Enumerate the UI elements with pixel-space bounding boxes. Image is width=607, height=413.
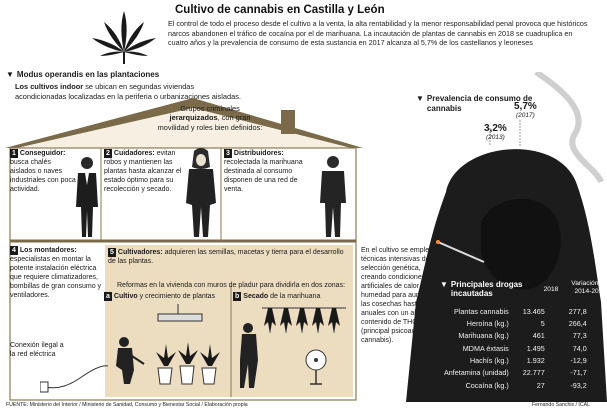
cannabis-leaf-icon [86,10,162,66]
house-illustration [1,96,371,401]
drug-name: Marihuana (kg.) [458,331,509,341]
prevalence-title: ▼Prevalencia de consumo de cannabis [416,94,533,113]
hooded-smoker-illustration [386,72,607,402]
drug-var: 277,8 [568,306,587,316]
drug-var: 74,0 [572,343,587,353]
conseguidor-figure [74,155,100,239]
drug-name: Plantas cannabis [453,306,509,316]
cuidador-figure [184,147,218,239]
conexion-text: Conexión ilegal a la red eléctrica [10,342,64,358]
drying-zone-illustration [234,304,350,396]
drug-v2018: 27 [536,380,545,390]
page-title: Cultivo de cannabis en Castilla y León [175,4,385,16]
drug-name: Heroína (kg.) [466,319,509,329]
drug-row: Anfetamina (unidad) 22.777 -71,7 [442,367,589,379]
electric-wire-icon [40,356,110,398]
drug-v2018: 13.465 [522,306,545,316]
triangle-down-icon: ▼ [416,94,424,103]
drug-row: Heroína (kg.) 5 266,4 [442,318,589,330]
source-footer: FUENTE: Ministerio del Interior / Minist… [6,402,248,408]
groups-text: Grupos criminales jerarquizados, con gra… [157,104,263,132]
drug-var: 266,4 [568,319,587,329]
col-year: 2018 [543,286,559,293]
reform-text: Reformas en la vivienda con muros de pla… [117,282,346,289]
prevalence-2013: 3,2% (2013) [484,123,507,141]
cultivation-zone-illustration [108,304,228,396]
drug-row: Plantas cannabis 13.465 277,8 [442,306,589,318]
drug-v2018: 1.932 [526,355,545,365]
modus-heading: ▼Modus operandis en las plantaciones [6,70,160,79]
distribuidor-figure [318,153,348,239]
drug-row: MDMA éxtasis 1.495 74,0 [442,343,589,355]
drug-v2018: 1.495 [526,343,545,353]
triangle-down-icon: ▼ [440,280,448,289]
drug-row: Marihuana (kg.) 461 77,3 [442,331,589,343]
drug-row: Cocaína (kg.) 27 -93,2 [442,380,589,392]
drug-row: Hachís (kg.) 1.932 -12,9 [442,355,589,367]
genetica-text: En el cultivo se emplean técnicas intens… [361,247,438,344]
intro-text: El control de todo el proceso desde el c… [168,19,588,47]
drug-var: -71,7 [570,368,587,378]
drugs-panel: ▼ Principales drogas incautadas 2018 Var… [440,280,606,300]
drug-v2018: 5 [540,319,545,329]
drug-name: Cocaína (kg.) [465,380,509,390]
triangle-down-icon: ▼ [6,70,14,79]
drug-name: MDMA éxtasis [462,343,509,353]
prevalence-bars [456,118,556,148]
indoor-text: Los cultivos indoor se ubican en segunda… [15,82,241,101]
drugs-title: Principales drogas incautadas [450,280,523,299]
drug-var: -93,2 [570,380,587,390]
drug-name: Hachís (kg.) [469,355,509,365]
credit-footer: Fernando Sanchis / ICAL [532,402,590,408]
drug-v2018: 22.777 [522,368,545,378]
col-variation: Variación % 2014-2018 [571,280,606,295]
drug-name: Anfetamina (unidad) [444,368,509,378]
drug-v2018: 461 [532,331,545,341]
prevalence-2017: 5,7% (2017) [514,101,537,119]
drug-var: 77,3 [572,331,587,341]
drug-var: -12,9 [570,355,587,365]
